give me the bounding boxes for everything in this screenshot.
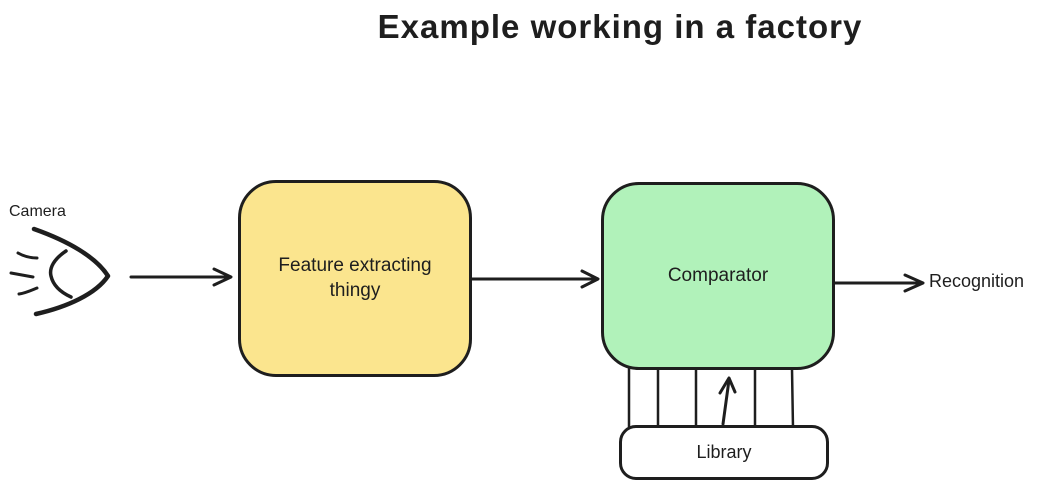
diagram-title: Example working in a factory	[377, 8, 863, 45]
library-to-comparator-up-arrow	[718, 376, 737, 426]
link-line-5	[790, 367, 795, 430]
library-to-comparator-links	[627, 367, 795, 430]
recognition-label: Recognition	[929, 271, 1025, 291]
comparator-box[interactable]: Comparator	[601, 182, 835, 370]
camera-lens-stroke	[48, 249, 73, 299]
library-box[interactable]: Library	[619, 425, 829, 480]
camera-ray-bottom	[17, 286, 39, 296]
camera-label: Camera	[9, 203, 66, 220]
comparator-to-recognition-arrow	[833, 273, 925, 293]
camera-sketch-icon[interactable]	[9, 226, 111, 317]
camera-ray-top	[16, 251, 39, 260]
feature-to-comparator-arrow	[470, 269, 600, 289]
feature-extracting-label: Feature extracting thingy	[278, 254, 432, 301]
camera-body-stroke	[31, 226, 111, 317]
library-label: Library	[696, 441, 752, 462]
feature-extracting-box[interactable]: Feature extracting thingy	[238, 180, 472, 377]
comparator-label: Comparator	[667, 264, 769, 286]
camera-to-feature-arrow	[129, 267, 233, 287]
camera-ray-middle	[9, 271, 35, 279]
